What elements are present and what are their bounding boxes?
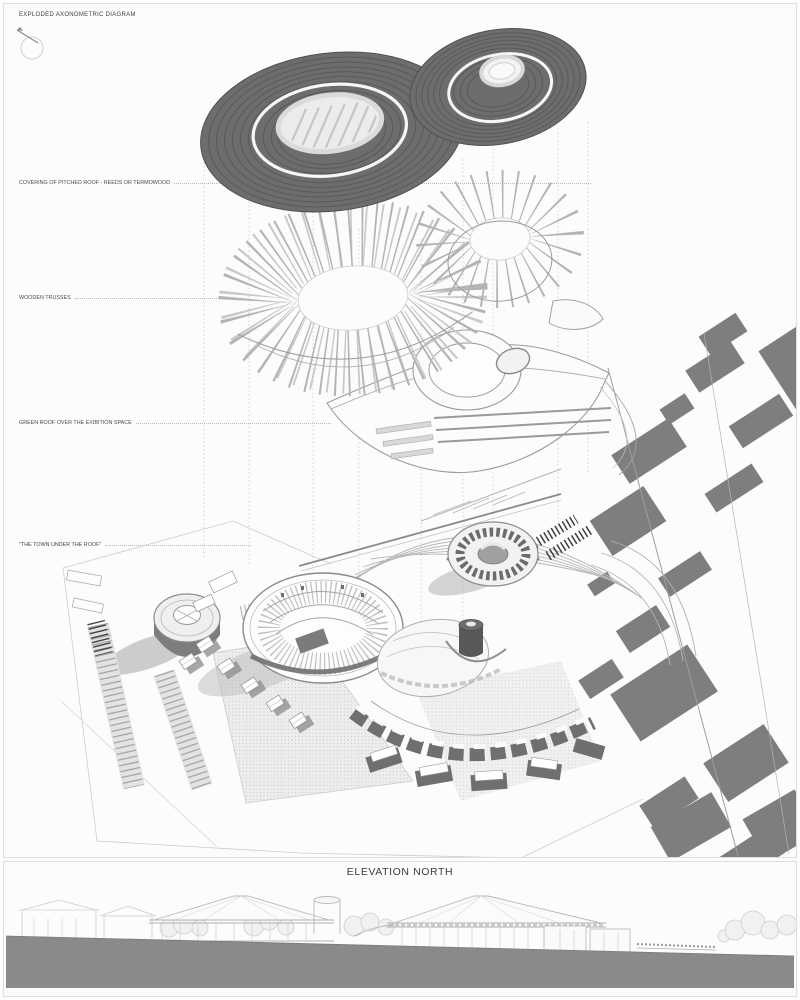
elevation-title: ELEVATION NORTH: [346, 866, 454, 878]
label-roof-covering-text: COVERING OF PITCHED ROOF - REEDS OR TERM…: [19, 180, 171, 186]
pitched-roof-small: [409, 28, 587, 146]
axonometric-panel: EXPLODED AXONOMETRIC DIAGRAM COVERING OF…: [3, 3, 797, 858]
leader-line: [135, 423, 331, 424]
wooden-trusses-small: [416, 169, 584, 309]
green-roof-layer: [326, 329, 637, 476]
parking-rows: [87, 514, 594, 791]
truss-connector: [548, 299, 604, 330]
dark-tower: [459, 625, 483, 657]
elevation-panel: ELEVATION NORTH: [3, 861, 797, 997]
leader-line: [74, 298, 231, 299]
axon-title: EXPLODED AXONOMETRIC DIAGRAM: [19, 12, 136, 18]
elevation-cylinder: [313, 896, 341, 934]
label-wooden-trusses-text: WOODEN TRUSSES: [19, 295, 71, 301]
streets: [607, 332, 790, 857]
pitched-roof-large: [200, 51, 464, 213]
label-green-roof: GREEN ROOF OVER THE EXIBITION SPACE: [19, 420, 331, 426]
wooden-trusses-large: [218, 199, 488, 397]
site-edge-structures: [65, 569, 104, 614]
elevation-colonnade: [636, 943, 717, 951]
roof-white-ring: [251, 82, 408, 178]
elevation-pavilion-1: [149, 895, 334, 942]
north-arrow-icon: [16, 27, 44, 60]
site-plan: [60, 312, 796, 857]
label-town-under-roof: "THE TOWN UNDER THE ROOF": [19, 542, 251, 548]
ground-line: [5, 935, 795, 957]
central-plaza: [376, 618, 507, 698]
elevation-buildings-left: [18, 899, 157, 938]
context-buildings: [578, 312, 796, 857]
label-wooden-trusses: WOODEN TRUSSES: [19, 295, 231, 301]
elevation-boxes: [543, 925, 631, 955]
label-town-under-roof-text: "THE TOWN UNDER THE ROOF": [19, 542, 102, 548]
amphitheatre: [242, 572, 404, 684]
leader-line: [105, 545, 251, 546]
axonometric-drawing: [16, 27, 796, 857]
green-roof-slats: [375, 407, 612, 460]
village-ring: [349, 700, 606, 792]
elevation-drawing: [5, 895, 796, 988]
roof-white-ring: [447, 52, 554, 123]
walkway-steps: [420, 468, 562, 522]
label-green-roof-text: GREEN ROOF OVER THE EXIBITION SPACE: [19, 420, 132, 426]
houses: [178, 570, 315, 734]
round-tiered-building: [446, 521, 540, 587]
elevation-ground: [6, 936, 794, 988]
